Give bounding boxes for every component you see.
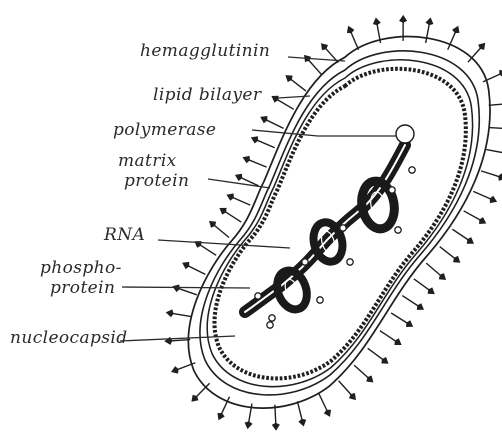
spike-head (399, 15, 407, 23)
label-matrix-line1: matrix (118, 151, 177, 171)
spike-head (490, 196, 497, 203)
spike-head (453, 256, 460, 263)
spike-head (373, 18, 381, 26)
spike-head (347, 26, 354, 33)
spike-stalk (196, 383, 210, 397)
spike-head (172, 285, 180, 293)
spike-head (171, 366, 179, 374)
spike-head (298, 419, 306, 427)
phosphoprotein-dot (317, 297, 323, 303)
spike-head (271, 96, 278, 103)
spike-stalk (199, 244, 216, 255)
label-lipid-bilayer: lipid bilayer (153, 85, 262, 105)
spike-stalk (290, 79, 306, 91)
spike-head (235, 174, 242, 181)
spike-stalk (172, 313, 192, 316)
spike-head (417, 303, 424, 310)
spike-stalk (248, 160, 267, 168)
spike-head (467, 237, 474, 244)
label-hemagglutinin: hemagglutinin (140, 41, 270, 61)
spike-stalk (277, 99, 294, 109)
phosphoprotein-dot (302, 259, 308, 265)
label-matrix-line2: protein (124, 171, 189, 191)
spike-stalk (489, 128, 502, 129)
spike-head (285, 75, 292, 82)
leader-polymerase (252, 130, 396, 136)
spike-stalk (473, 191, 491, 199)
spike-head (166, 309, 174, 317)
spike-head (428, 287, 435, 294)
spike-stalk (308, 59, 321, 74)
spike-stalk (426, 23, 430, 43)
spike-head (394, 338, 401, 345)
spike-stalk (232, 197, 250, 205)
spike-head (251, 136, 258, 143)
spike-head (227, 193, 234, 200)
spike-stalk (297, 401, 302, 420)
phosphoprotein-dot (347, 259, 353, 265)
spike-stalk (351, 31, 359, 49)
spike-stalk (414, 279, 430, 291)
spike-stalk (214, 225, 229, 238)
phosphoprotein-dot (267, 322, 273, 328)
spike-head (426, 17, 434, 25)
label-phospho-line2: protein (50, 278, 115, 298)
leader-rna (158, 240, 290, 248)
phosphoprotein-dot (395, 227, 401, 233)
label-phospho-line1: phospho- (40, 258, 122, 278)
spike-stalk (426, 263, 441, 276)
phosphoprotein-dot (409, 167, 415, 173)
spike-head (406, 320, 413, 327)
spike-head (272, 423, 280, 431)
leader-lipid-bilayer (278, 96, 310, 98)
spike-stalk (339, 381, 352, 396)
leader-hemagglutinin (288, 57, 345, 61)
spike-head (260, 116, 267, 123)
spike-stalk (187, 265, 205, 274)
spike-head (219, 208, 226, 215)
label-polymerase: polymerase (113, 120, 216, 140)
spike-stalk (464, 211, 481, 221)
spike-stalk (481, 171, 500, 177)
spike-head (381, 357, 388, 364)
spike-stalk (380, 331, 397, 342)
spike-stalk (256, 140, 274, 148)
spike-head (498, 173, 502, 181)
spike-stalk (391, 313, 408, 324)
spike-head (164, 337, 172, 345)
label-rna: RNA (103, 225, 145, 245)
spike-head (479, 217, 486, 224)
spike-head (452, 26, 459, 33)
spike-stalk (402, 296, 419, 307)
spike-stalk (170, 340, 190, 341)
phosphoprotein-dot (255, 293, 261, 299)
spike-head (243, 156, 250, 163)
spike-stalk (354, 365, 369, 378)
coil-loop (272, 266, 312, 313)
spike-stalk (452, 229, 469, 240)
spike-head (182, 262, 189, 269)
leader-phosphoprotein (122, 287, 250, 288)
spike-stalk (440, 247, 456, 259)
spike-stalk (266, 120, 284, 129)
label-nucleocapsid: nucleocapsid (10, 328, 128, 348)
phosphoprotein-dot (340, 225, 346, 231)
spike-stalk (224, 211, 241, 222)
spike-stalk (319, 393, 328, 411)
spike-stalk (178, 288, 197, 294)
spike-head (245, 421, 253, 429)
spike-stalk (486, 150, 502, 154)
phosphoprotein-dot (269, 315, 275, 321)
polymerase (396, 125, 414, 143)
spike-stalk (368, 348, 384, 360)
phosphoprotein-dot (389, 187, 395, 193)
spike-head (217, 413, 224, 420)
spike-head (324, 410, 331, 417)
